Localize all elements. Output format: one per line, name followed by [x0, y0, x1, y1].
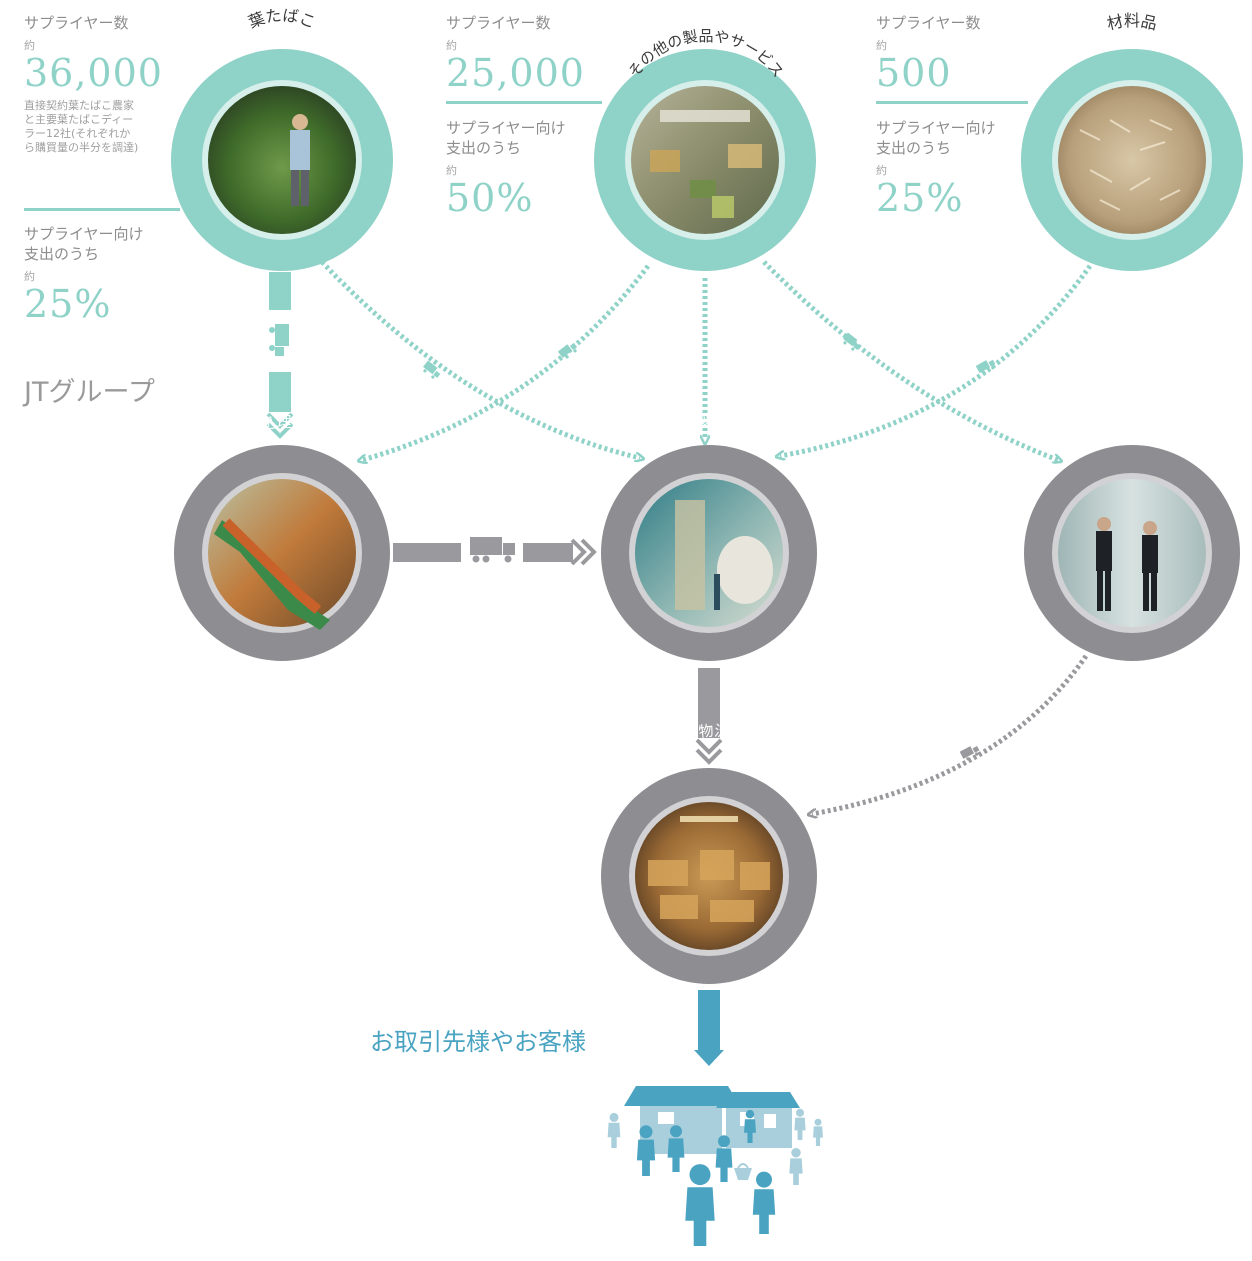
truck-icon	[470, 537, 515, 563]
stat-materials-rule	[876, 101, 1028, 104]
truck-icon	[975, 357, 998, 377]
person-icon	[607, 1112, 621, 1148]
connector-logistics-to-customers	[694, 990, 724, 1066]
svg-text:オフィス: オフィス	[1095, 394, 1162, 418]
machinery	[675, 500, 773, 610]
stat-leaf-note-line: ら購買量の半分を調達)	[24, 141, 139, 154]
stat-materials-share-label-1: サプライヤー向け	[876, 119, 996, 137]
connector-other-to-office	[762, 260, 1058, 460]
connector-leaf-to-manufacturing	[320, 260, 640, 458]
truck-icon	[269, 324, 289, 356]
circle-office: オフィス	[1024, 394, 1240, 661]
stat-leaf-rule	[24, 208, 180, 211]
stat-materials: サプライヤー数 約 500	[876, 13, 1036, 93]
person-icon	[715, 1135, 733, 1182]
person-icon	[752, 1171, 776, 1234]
stat-other-count-label: サプライヤー数	[446, 14, 551, 32]
farmer-figure	[290, 114, 310, 206]
circle-leaf-tobacco: 葉たばこ	[171, 6, 393, 271]
svg-text:原料処理と加工: 原料処理と加工	[228, 413, 341, 449]
supplier-dotted-connectors	[320, 260, 1093, 460]
warehouse-scene	[650, 110, 762, 218]
connector-other-to-processing	[362, 264, 650, 460]
stat-other-rule	[446, 101, 602, 104]
person-icon	[636, 1125, 656, 1176]
circle-office-label: オフィス	[1095, 394, 1162, 418]
stat-leaf-note-line: と主要葉たばこディー	[24, 113, 134, 126]
stat-materials-share-label-2: 支出のうち	[876, 139, 952, 157]
connector-leaf-to-processing	[266, 272, 294, 439]
circle-materials: 材料品	[1021, 11, 1243, 271]
stat-leaf-share-label-2: 支出のうち	[24, 245, 100, 263]
stat-materials-share-value: 25%	[876, 176, 964, 220]
connector-manufacturing-to-logistics	[695, 668, 723, 765]
stat-other-share-label-2: 支出のうち	[446, 139, 522, 157]
connector-materials-to-manufacturing	[780, 264, 1093, 456]
stat-leaf-note: 直接契約葉たばこ農家 と主要葉たばこディー ラー12社(それぞれか ら購買量の半…	[24, 99, 184, 155]
stat-materials-count: 500	[876, 51, 952, 95]
circle-processing: 原料処理と加工	[174, 413, 390, 661]
customers-illustration	[607, 1086, 823, 1246]
connector-office-to-logistics	[812, 654, 1089, 814]
circle-materials-label: 材料品	[1105, 11, 1159, 34]
stat-other-approx: 約	[446, 39, 457, 52]
connector-processing-to-manufacturing	[393, 537, 597, 566]
person-icon	[667, 1125, 685, 1172]
stat-materials-share: サプライヤー向け 支出のうち 約 25%	[876, 118, 1036, 218]
circle-processing-label: 原料処理と加工	[228, 413, 341, 449]
stat-other-share-value: 50%	[446, 176, 534, 220]
person-icon	[794, 1108, 806, 1140]
stat-leaf-count-label: サプライヤー数	[24, 14, 129, 32]
warehouse-boxes	[648, 816, 770, 922]
stat-other-share: サプライヤー向け 支出のうち 約 50%	[446, 118, 606, 218]
supplier-trucks	[420, 332, 998, 381]
circle-manufacturing: たばこ製品の製造	[601, 412, 817, 661]
stat-leaf-note-line: ラー12社(それぞれか	[24, 127, 131, 140]
person-icon	[813, 1118, 823, 1146]
stat-other: サプライヤー数 約 25,000	[446, 13, 606, 93]
circle-leaf-label: 葉たばこ	[246, 6, 319, 32]
stat-other-share-approx: 約	[446, 164, 457, 177]
stat-leaf-count: 36,000	[24, 51, 163, 95]
jt-group-label: JTグループ	[24, 377, 155, 408]
stat-materials-count-label: サプライヤー数	[876, 14, 981, 32]
crowd	[607, 1108, 823, 1246]
svg-text:材料品: 材料品	[1105, 11, 1159, 34]
conveyor-belt	[214, 520, 330, 630]
materials-texture	[1079, 119, 1181, 211]
basket-icon	[734, 1163, 752, 1180]
stat-leaf-share-approx: 約	[24, 270, 35, 283]
stat-materials-approx: 約	[876, 39, 887, 52]
office-people	[1096, 517, 1158, 611]
stat-leaf-share: サプライヤー向け 支出のうち 約 25%	[24, 224, 184, 324]
stat-leaf: サプライヤー数 約 36,000 直接契約葉たばこ農家 と主要葉たばこディー ラ…	[24, 13, 184, 155]
stat-leaf-approx: 約	[24, 39, 35, 52]
stat-materials-share-approx: 約	[876, 164, 887, 177]
stat-leaf-share-label-1: サプライヤー向け	[24, 225, 144, 243]
customers-label: お取引先様やお客様	[370, 1028, 586, 1056]
circle-logistics: 物流	[601, 722, 817, 984]
stat-leaf-note-line: 直接契約葉たばこ農家	[24, 99, 134, 112]
person-icon	[789, 1147, 803, 1185]
svg-text:葉たばこ: 葉たばこ	[246, 6, 319, 32]
person-icon	[685, 1164, 715, 1246]
circle-other-products: その他の製品やサービス	[594, 27, 816, 271]
truck-icon	[420, 360, 443, 381]
stat-other-count: 25,000	[446, 51, 585, 95]
stat-other-share-label-1: サプライヤー向け	[446, 119, 566, 137]
stat-leaf-share-value: 25%	[24, 282, 112, 326]
